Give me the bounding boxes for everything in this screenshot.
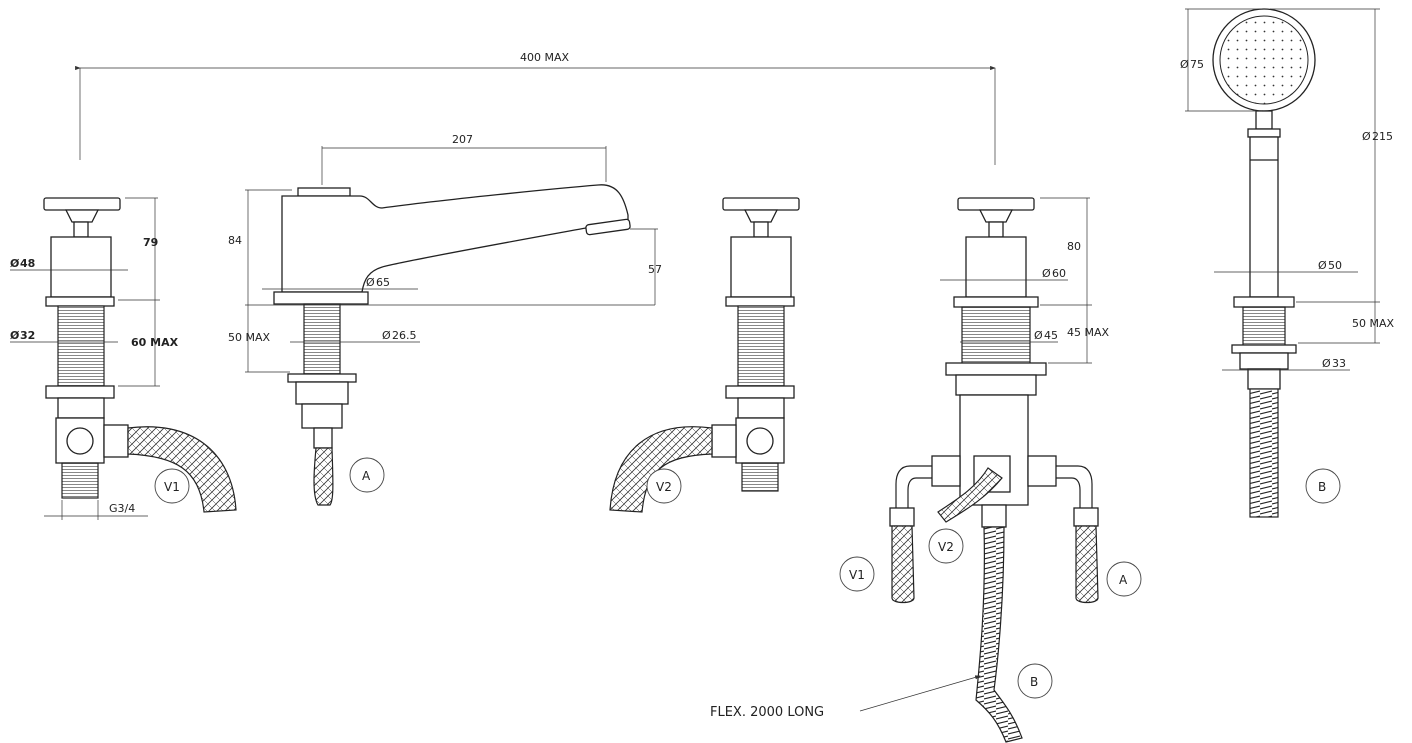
spout-deck-label: 50 MAX: [228, 331, 271, 344]
handset-length-symbol: Ø: [1362, 130, 1371, 143]
spout: [273, 184, 631, 506]
handset-dimensions: Ø 75 Ø 215 50 MAX Ø 50 Ø 33: [1180, 8, 1395, 371]
valve1-height-label: 79: [143, 236, 158, 249]
handset-length-label: 215: [1372, 130, 1393, 143]
valve-v1: [43, 197, 237, 513]
spout-reach-label: 207: [452, 133, 473, 146]
handset: [1212, 8, 1316, 518]
callout-v1-left-label: V1: [164, 480, 180, 494]
valve-v1-dimensions: 79 60 MAX Ø 48 Ø 32 G3/4: [10, 197, 179, 520]
valve1-body-dia-symbol: Ø: [10, 257, 20, 270]
callout-v1-diverter: V1: [839, 556, 875, 592]
spout-base-dia-symbol: Ø: [366, 276, 375, 289]
handset-deck-label: 50 MAX: [1352, 317, 1395, 330]
diverter-shank-dia-symbol: Ø: [1034, 329, 1043, 342]
valve-v2: [609, 197, 800, 513]
callout-b-diverter: B: [1017, 663, 1053, 699]
spout-outlet-label: 57: [648, 263, 662, 276]
callout-v2-centre-label: V2: [656, 480, 672, 494]
diverter-body-dia-label: 60: [1052, 267, 1066, 280]
spout-base-dia-label: 65: [376, 276, 390, 289]
handset-tail-dia-label: 33: [1332, 357, 1346, 370]
handset-dia-label: 75: [1190, 58, 1204, 71]
diverter-height-label: 80: [1067, 240, 1081, 253]
valve1-deck-label: 60 MAX: [131, 336, 179, 349]
callout-v2-diverter: V2: [928, 528, 964, 564]
valve1-shank-dia-symbol: Ø: [10, 329, 20, 342]
callout-v1-diverter-label: V1: [849, 568, 865, 582]
callout-a-spout: A: [349, 457, 385, 493]
callout-b-handset: B: [1305, 468, 1341, 504]
handset-dia-symbol: Ø: [1180, 58, 1189, 71]
callout-v1-left: V1: [154, 468, 190, 504]
valve1-connection-label: G3/4: [109, 502, 135, 515]
valve1-shank-dia-label: 32: [20, 329, 35, 342]
spout-height-label: 84: [228, 234, 242, 247]
callout-v2-centre: V2: [646, 468, 682, 504]
callout-a-diverter-label: A: [1119, 573, 1128, 587]
valve1-body-dia-label: 48: [20, 257, 35, 270]
diverter-body-dia-symbol: Ø: [1042, 267, 1051, 280]
handset-tail-dia-symbol: Ø: [1322, 357, 1331, 370]
callout-a-spout-label: A: [362, 469, 371, 483]
spout-tail-dia-label: 26.5: [392, 329, 417, 342]
spout-dimensions: 207 84 57 50 MAX Ø 65 Ø 26.5: [228, 133, 662, 373]
callout-a-diverter: A: [1106, 561, 1142, 597]
overall-dimension: 400 MAX: [75, 51, 996, 165]
flex-hose-note-label: FLEX. 2000 LONG: [710, 705, 824, 720]
callout-b-diverter-label: B: [1030, 675, 1038, 689]
callout-b-handset-label: B: [1318, 480, 1326, 494]
flex-hose-note: FLEX. 2000 LONG: [710, 675, 981, 720]
overall-width-label: 400 MAX: [520, 51, 570, 64]
diverter-shank-dia-label: 45: [1044, 329, 1058, 342]
callout-v2-diverter-label: V2: [938, 540, 954, 554]
spout-tail-dia-symbol: Ø: [382, 329, 391, 342]
diverter-valve: [889, 197, 1099, 743]
handset-base-dia-symbol: Ø: [1318, 259, 1327, 272]
diverter-deck-label: 45 MAX: [1067, 326, 1110, 339]
diverter-dimensions: 80 45 MAX Ø 60 Ø 45: [940, 197, 1110, 364]
handset-base-dia-label: 50: [1328, 259, 1342, 272]
